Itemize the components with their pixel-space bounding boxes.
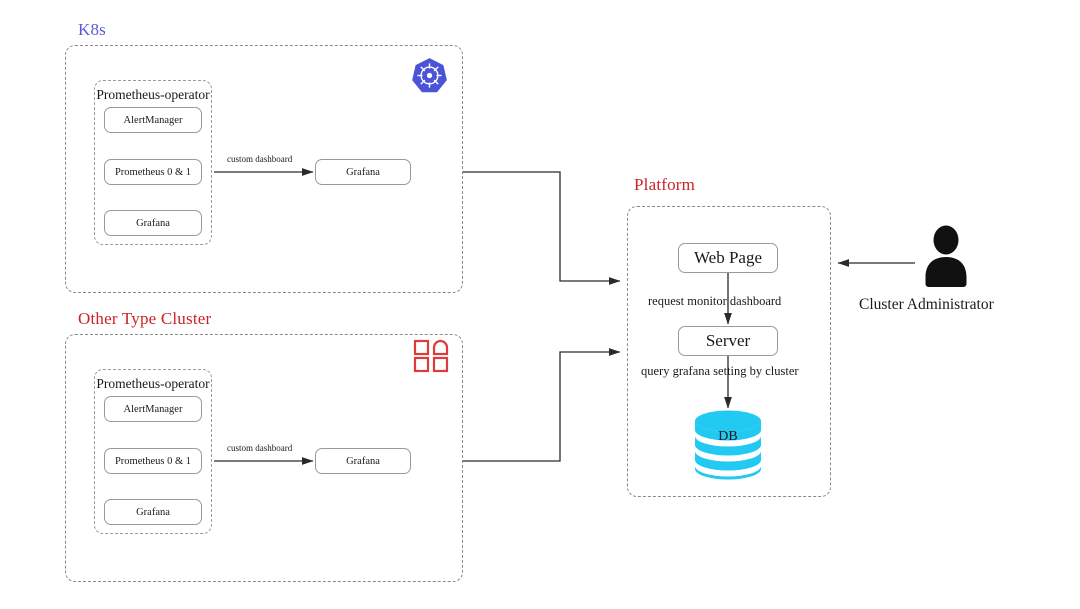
k8s-prometheus-box[interactable]: Prometheus 0 & 1 [104, 159, 202, 185]
user-person-icon [918, 225, 974, 287]
k8s-group-title: K8s [78, 20, 106, 39]
kubernetes-logo-icon [411, 57, 448, 94]
edge-k8s-to-platform [463, 171, 621, 285]
other-cluster-group [65, 334, 463, 582]
other-alertmanager-box[interactable]: AlertManager [104, 396, 202, 422]
other-group-title: Other Type Cluster [78, 309, 212, 328]
platform-group-title: Platform [634, 175, 696, 194]
query-grafana-setting-label: query grafana setting by cluster [641, 364, 799, 378]
k8s-grafana-inner-box[interactable]: Grafana [104, 210, 202, 236]
platform-group [627, 206, 831, 497]
k8s-alertmanager-box[interactable]: AlertManager [104, 107, 202, 133]
cluster-administrator-label: Cluster Administrator [859, 296, 994, 313]
web-page-box[interactable]: Web Page [678, 243, 778, 273]
other-prometheus-box[interactable]: Prometheus 0 & 1 [104, 448, 202, 474]
edge-other-to-platform [463, 348, 621, 462]
k8s-custom-dashboard-label: custom dashboard [227, 154, 293, 164]
other-grafana-box[interactable]: Grafana [315, 448, 411, 474]
k8s-prometheus-operator-group: Prometheus-operator [94, 80, 212, 245]
other-prometheus-operator-group: Prometheus-operator [94, 369, 212, 534]
cluster-tiles-icon [413, 339, 449, 373]
k8s-grafana-box[interactable]: Grafana [315, 159, 411, 185]
k8s-cluster-group [65, 45, 463, 293]
k8s-operator-label: Prometheus-operator [96, 87, 210, 102]
database-cylinder-icon [692, 409, 764, 481]
database-label: DB [718, 429, 738, 444]
request-monitor-dashboard-label: request monitor dashboard [648, 294, 782, 308]
other-custom-dashboard-label: custom dashboard [227, 443, 293, 453]
other-grafana-inner-box[interactable]: Grafana [104, 499, 202, 525]
other-operator-label: Prometheus-operator [96, 376, 210, 391]
server-box[interactable]: Server [678, 326, 778, 356]
